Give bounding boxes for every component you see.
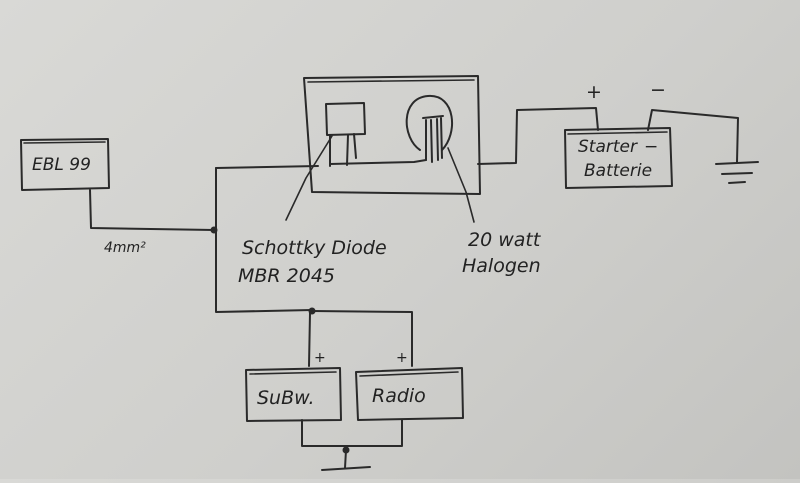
protection-enclosure bbox=[303, 75, 481, 195]
ebl-box: EBL 99 bbox=[20, 138, 110, 191]
battery-ground-icon bbox=[715, 161, 759, 184]
schottky-diode bbox=[325, 102, 366, 167]
radio-box: Radio + bbox=[355, 350, 464, 421]
battery-plus-sign: + bbox=[586, 81, 602, 103]
subwoofer-box: SuBw. + bbox=[245, 350, 342, 422]
ebl-label: EBL 99 bbox=[32, 155, 91, 175]
bottom-ground-icon bbox=[321, 466, 371, 471]
lamp-to-battery-wire bbox=[477, 107, 599, 165]
diode-leader-line bbox=[285, 135, 333, 221]
enclosure-inner-wire bbox=[329, 159, 427, 165]
return-wire bbox=[301, 419, 403, 447]
battery-minus-sign: − bbox=[650, 79, 666, 101]
main-bus-wire bbox=[215, 167, 313, 313]
diode-label-line1: Schottky Diode bbox=[242, 237, 387, 259]
radio-label: Radio bbox=[372, 385, 426, 407]
branch-wire-subwoofer bbox=[308, 312, 311, 367]
battery-label-line1: Starter bbox=[578, 137, 638, 157]
diode-label-line2: MBR 2045 bbox=[238, 265, 335, 287]
wire-gauge-label: 4mm² bbox=[104, 240, 146, 256]
lamp-leader-line bbox=[447, 147, 475, 223]
ground-stem bbox=[344, 449, 347, 469]
ebl-feed-wire bbox=[89, 189, 215, 231]
bus-to-enclosure-wire bbox=[215, 165, 319, 169]
battery-label-line2: Batterie bbox=[584, 161, 652, 181]
battery-ground-wire bbox=[647, 109, 739, 163]
battery-inner-minus: − bbox=[644, 137, 658, 157]
lamp-label-line2: Halogen bbox=[462, 255, 541, 277]
lamp-label-line1: 20 watt bbox=[468, 229, 542, 251]
radio-plus: + bbox=[396, 350, 408, 366]
branch-wire-top bbox=[311, 310, 413, 367]
halogen-lamp bbox=[405, 94, 454, 163]
starter-battery: Starter − Batterie + − bbox=[564, 79, 673, 189]
subwoofer-plus: + bbox=[314, 350, 326, 366]
subwoofer-label: SuBw. bbox=[257, 387, 315, 409]
